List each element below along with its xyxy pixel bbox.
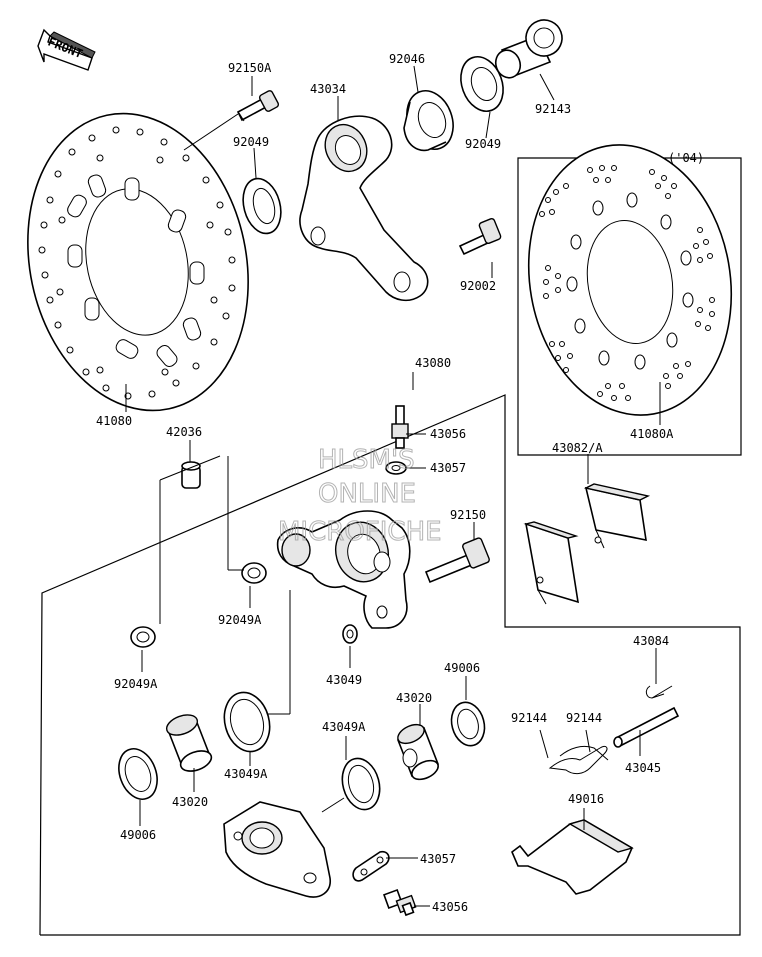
label-43084: 43084 xyxy=(633,634,669,648)
piston-43020-left xyxy=(165,714,213,772)
label-43056-top: 43056 xyxy=(430,427,466,441)
assembly-frame-lines xyxy=(39,157,742,936)
collar-92143 xyxy=(494,19,563,79)
variant-note: ('04) xyxy=(668,151,704,165)
variant-disc-box xyxy=(517,157,742,456)
washer-plate-43057-lower xyxy=(352,850,390,882)
caliper-body xyxy=(276,510,411,629)
label-43057-top: 43057 xyxy=(430,461,466,475)
label-41080: 41080 xyxy=(96,414,132,428)
part-labels: 92150A 43034 92046 92143 92049 92049 920… xyxy=(96,52,704,914)
label-43045: 43045 xyxy=(625,761,661,775)
label-92002: 92002 xyxy=(460,279,496,293)
label-92049-left: 92049 xyxy=(233,135,269,149)
watermark: HLSM'S ONLINE MICROFICHE xyxy=(278,445,443,548)
bleeder-valve-43056-top xyxy=(391,405,409,449)
seal-92049-left xyxy=(242,177,282,235)
washer-92049A-upper xyxy=(241,562,267,584)
washer-92049A-lower xyxy=(130,626,156,648)
label-43057-lower: 43057 xyxy=(420,852,456,866)
label-43049A-left: 43049A xyxy=(224,767,268,781)
label-49006-right: 49006 xyxy=(444,661,480,675)
leader-lines xyxy=(125,65,661,907)
clip-43084 xyxy=(645,685,673,699)
label-43056-lower: 43056 xyxy=(432,900,468,914)
label-92150A: 92150A xyxy=(228,61,272,75)
caliper-bracket-43034 xyxy=(299,115,429,302)
bleeder-valve-43056-lower xyxy=(383,889,417,917)
label-92046: 92046 xyxy=(389,52,425,66)
label-92049-right: 92049 xyxy=(465,137,501,151)
bearing-92046 xyxy=(403,90,454,152)
piston-43020-right xyxy=(396,723,440,781)
dust-seal-49006-left xyxy=(118,748,158,800)
label-43020-right: 43020 xyxy=(396,691,432,705)
label-41080A: 41080A xyxy=(630,427,674,441)
watermark-line-2: ONLINE xyxy=(318,479,416,509)
label-43049: 43049 xyxy=(326,673,362,687)
watermark-line-3: MICROFICHE xyxy=(278,517,442,547)
caliper-assembly-frame xyxy=(39,394,741,936)
pad-spring-49016 xyxy=(511,819,634,895)
seal-43049 xyxy=(342,624,358,644)
dust-seal-49006-right xyxy=(450,701,486,747)
sleeve-42036 xyxy=(181,461,201,489)
label-43049A-right: 43049A xyxy=(322,720,366,734)
label-92049A-lower: 92049A xyxy=(114,677,158,691)
brake-disc-41080A xyxy=(527,144,733,416)
label-43020-left: 43020 xyxy=(172,795,208,809)
piston-seal-43049A-left xyxy=(223,691,271,753)
pin-43045 xyxy=(613,706,680,748)
label-42036: 42036 xyxy=(166,425,202,439)
brake-disc-41080 xyxy=(27,112,249,412)
seal-92049-right xyxy=(460,56,504,112)
bolt-92002 xyxy=(458,218,502,256)
label-92144-right: 92144 xyxy=(566,711,602,725)
bolt-92150A xyxy=(236,90,280,122)
bolt-92150 xyxy=(424,537,490,584)
front-arrow-icon: FRONT xyxy=(37,28,96,71)
label-92150: 92150 xyxy=(450,508,486,522)
watermark-line-1: HLSM'S xyxy=(318,445,415,475)
label-92143: 92143 xyxy=(535,102,571,116)
label-43080: 43080 xyxy=(415,356,451,370)
label-43034: 43034 xyxy=(310,82,346,96)
label-49006-left: 49006 xyxy=(120,828,156,842)
label-49016: 49016 xyxy=(568,792,604,806)
springs-92144 xyxy=(548,745,609,775)
label-92144-left: 92144 xyxy=(511,711,547,725)
piston-seal-43049A-right xyxy=(341,757,381,811)
caliper-half-lower xyxy=(223,801,331,898)
brake-pads-43082A xyxy=(523,483,651,605)
label-43082A: 43082/A xyxy=(552,441,603,455)
label-92049A-upper: 92049A xyxy=(218,613,262,627)
